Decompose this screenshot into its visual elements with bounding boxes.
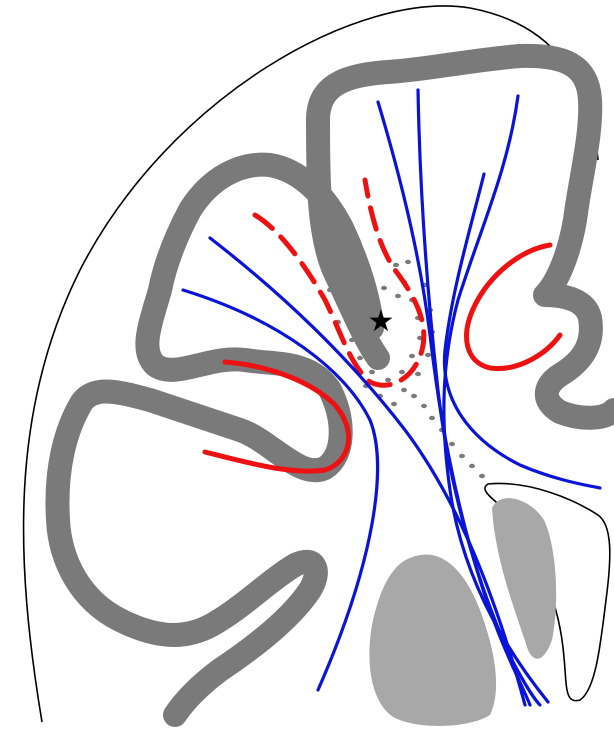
- cell-dot: [365, 294, 371, 298]
- cell-dot: [409, 354, 415, 358]
- cell-dot: [401, 388, 407, 392]
- cell-dot: [399, 370, 405, 374]
- cell-dot: [327, 288, 333, 292]
- cell-dot: [449, 442, 455, 446]
- cell-dot: [469, 464, 475, 468]
- cell-dot: [421, 404, 427, 408]
- cell-dot: [342, 303, 348, 307]
- cell-dot: [459, 454, 465, 458]
- cell-dot: [479, 474, 485, 478]
- cell-dot: [411, 394, 417, 398]
- cell-dot: [357, 356, 363, 360]
- cell-dot: [415, 372, 421, 376]
- cell-dot: [425, 353, 431, 357]
- cell-dot: [429, 416, 435, 420]
- cell-dot: [395, 294, 401, 298]
- cell-dot: [381, 286, 387, 290]
- cell-dot: [391, 402, 397, 406]
- cell-dot: [385, 378, 391, 382]
- cell-dot: [393, 263, 399, 267]
- cell-dot: [405, 260, 411, 264]
- star-icon: ★: [368, 304, 395, 339]
- cell-dot: [353, 316, 359, 320]
- cell-dot: [349, 338, 355, 342]
- cell-dot: [369, 370, 375, 374]
